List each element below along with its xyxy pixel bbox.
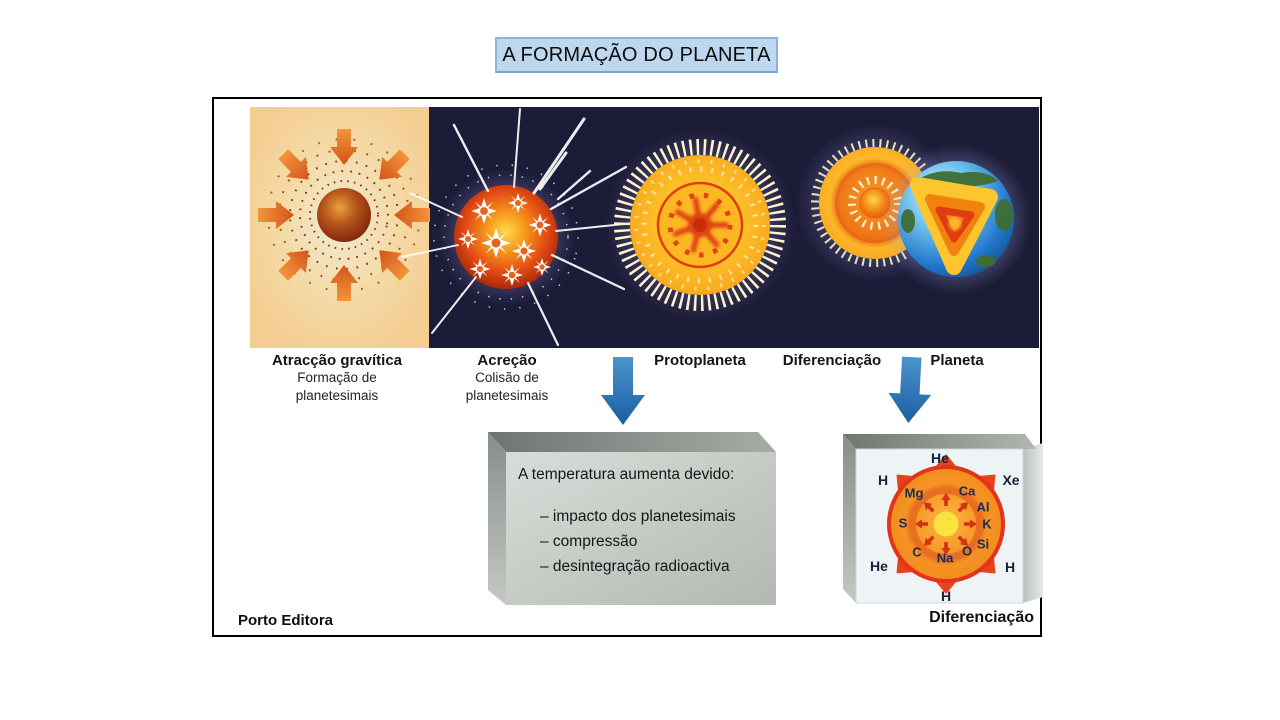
element-label-he-bottomleft: He	[870, 558, 888, 574]
element-label-he-top: He	[931, 450, 949, 466]
stage-label-acrecao: Acreção Colisão de planetesimais	[465, 352, 549, 403]
planet-cutaway	[910, 177, 998, 275]
stage-label-protoplaneta: Protoplaneta	[654, 352, 746, 369]
stage-label-atraccao-gravitica: Atracção gravítica Formação de planetesi…	[271, 352, 403, 403]
temperature-causes-list: – impacto dos planetesimais – compressão…	[518, 504, 758, 579]
temperature-box: A temperatura aumenta devido: – impacto …	[480, 432, 776, 607]
planetesimal-core	[317, 188, 371, 242]
planet-illustration	[881, 144, 1031, 294]
element-label-si: Si	[977, 537, 989, 552]
element-label-h-topleft: H	[878, 472, 888, 488]
flow-arrow-icon	[888, 356, 932, 424]
cause-item: – desintegração radioactiva	[540, 558, 730, 575]
element-label-k: K	[982, 517, 992, 532]
cause-item: – impacto dos planetesimais	[540, 508, 736, 525]
differentiation-caption: Diferenciação	[929, 609, 1034, 626]
element-label-c: C	[912, 545, 922, 560]
element-label-mg: Mg	[905, 486, 924, 501]
stage-label-diferenciacao: Diferenciação	[782, 352, 882, 369]
element-label-h-bottomright: H	[1005, 559, 1015, 575]
flow-arrow-icon	[601, 357, 645, 425]
cause-item: – compressão	[540, 533, 638, 550]
slide-title-text: A FORMAÇÃO DO PLANETA	[502, 43, 771, 66]
element-label-al: Al	[977, 500, 990, 515]
element-label-xe: Xe	[1002, 472, 1019, 488]
temperature-heading: A temperatura aumenta devido:	[518, 466, 735, 483]
stage-illustration-strip	[250, 107, 1039, 348]
publisher-credit: Porto Editora	[238, 612, 334, 629]
stage-label-planeta: Planeta	[930, 352, 984, 369]
element-label-h-bottom: H	[941, 588, 951, 604]
impact-bursts	[458, 193, 552, 286]
protoplanet-illustration	[605, 130, 795, 320]
slide-title: A FORMAÇÃO DO PLANETA	[495, 37, 778, 73]
differentiation-diagram: He Xe H He H H Mg Ca Al S K Si C Na O	[843, 434, 1043, 604]
element-escape-circle	[887, 454, 1005, 594]
differentiation-panel: He Xe H He H H Mg Ca Al S K Si C Na O	[837, 433, 1043, 609]
element-label-ca: Ca	[959, 484, 976, 499]
formation-figure: Atracção gravítica Formação de planetesi…	[212, 97, 1043, 637]
accretion-illustration	[401, 108, 635, 347]
element-label-na: Na	[937, 551, 954, 566]
element-label-s: S	[899, 516, 908, 531]
element-label-o: O	[962, 544, 972, 559]
temperature-text: A temperatura aumenta devido: – impacto …	[518, 466, 758, 579]
temperature-slab-3d	[488, 432, 776, 605]
